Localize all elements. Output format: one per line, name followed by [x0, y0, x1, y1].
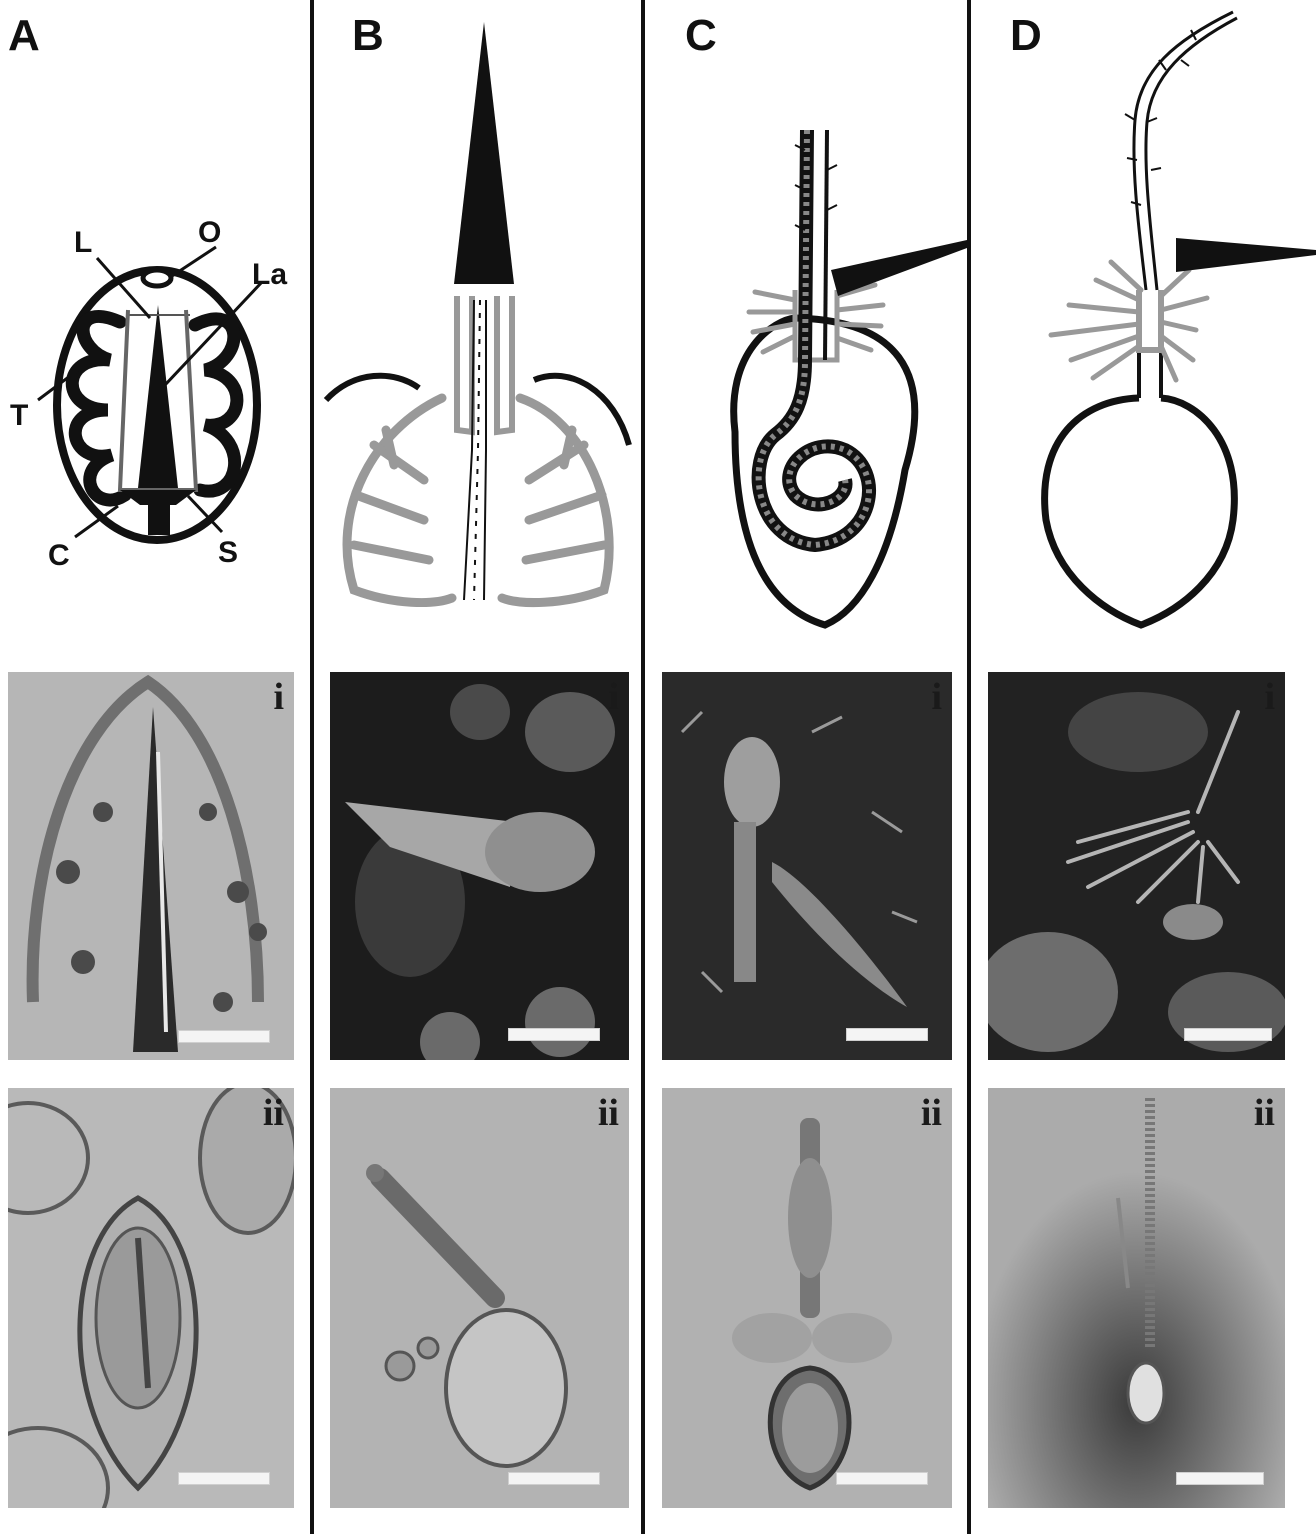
label-l: L	[74, 226, 92, 259]
sublabel-b-i: i	[608, 678, 619, 716]
bristles	[1051, 262, 1207, 380]
label-s: S	[218, 536, 238, 569]
photo-b-ii: ii	[330, 1088, 629, 1508]
scale-bar	[178, 1472, 270, 1485]
lance	[138, 305, 178, 488]
photo-a-i: i	[8, 672, 294, 1060]
scale-bar	[508, 1028, 600, 1041]
shaft	[457, 296, 512, 432]
photo-a-ii: ii	[8, 1088, 294, 1508]
panel-c-diagram	[645, 0, 967, 640]
photo-c-ii: ii	[662, 1088, 952, 1508]
sublabel-c-i: i	[931, 678, 942, 716]
label-la: La	[252, 258, 287, 291]
sublabel-a-ii: ii	[263, 1094, 284, 1132]
sublabel-d-i: i	[1264, 678, 1275, 716]
scale-bar	[836, 1472, 928, 1485]
lobes	[347, 398, 609, 603]
label-o: O	[198, 216, 221, 249]
scale-bar	[846, 1028, 928, 1041]
photo-d-ii: ii	[988, 1088, 1285, 1508]
label-c: C	[48, 539, 70, 572]
scale-bar	[1176, 1472, 1264, 1485]
panel-b-diagram	[314, 0, 641, 640]
scale-bar	[178, 1030, 270, 1043]
tubule	[759, 130, 869, 545]
sublabel-c-ii: ii	[921, 1094, 942, 1132]
photo-c-i: i	[662, 672, 952, 1060]
panel-a-diagram: L O La T C S	[0, 0, 310, 640]
sublabel-b-ii: ii	[598, 1094, 619, 1132]
scale-bar	[508, 1472, 600, 1485]
operculum	[143, 270, 171, 286]
label-t: T	[10, 399, 28, 432]
spike	[454, 22, 514, 284]
photo-d-i: i	[988, 672, 1285, 1060]
scale-bar	[1184, 1028, 1272, 1041]
arrowhead	[1176, 238, 1316, 272]
capsule-outline	[1045, 398, 1235, 625]
panel-d-diagram	[971, 0, 1316, 640]
sublabel-d-ii: ii	[1254, 1094, 1275, 1132]
photo-b-i: i	[330, 672, 629, 1060]
arrowhead	[831, 240, 967, 296]
sublabel-a-i: i	[273, 678, 284, 716]
